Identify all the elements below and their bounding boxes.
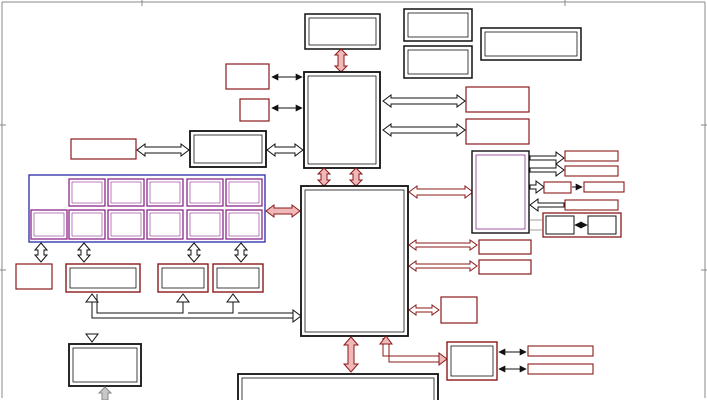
small-red-box-1 <box>225 63 270 90</box>
lower-box-1 <box>65 263 141 293</box>
lower-left-red-box <box>15 263 53 290</box>
hub-box-3 <box>543 181 572 194</box>
top-right-block-2 <box>403 45 473 79</box>
north-right-red-box-1 <box>465 86 530 113</box>
peripheral-hub <box>471 150 530 234</box>
north-right-links <box>382 94 466 137</box>
memory-south-link <box>265 204 301 218</box>
south-right-box-1 <box>478 239 532 255</box>
io-block <box>446 341 498 381</box>
bottom-wide-block <box>237 373 439 400</box>
io-right-box-1 <box>527 345 594 357</box>
hub-right-links <box>529 151 565 212</box>
south-to-io-link <box>379 335 448 366</box>
lower-box-2 <box>157 263 209 293</box>
hub-box-2 <box>564 165 619 177</box>
pink-arrows-north-south <box>316 167 364 187</box>
south-chip <box>300 185 409 337</box>
hub-box-5 <box>564 199 619 211</box>
hub-pair-side-links <box>530 219 542 231</box>
memory-down-links <box>33 242 249 263</box>
south-bottom-pink-arrow <box>342 336 360 373</box>
pink-arrow-top <box>333 48 349 73</box>
south-right-box-3 <box>440 296 478 324</box>
bridge-left-red-box <box>70 138 137 160</box>
south-right-links <box>408 185 478 316</box>
top-right-block-1 <box>403 8 473 42</box>
hub-box-4 <box>583 181 625 193</box>
hub-pair-group <box>542 212 622 238</box>
io-right-box-2 <box>527 363 594 375</box>
top-block <box>304 13 381 50</box>
hub-box-1 <box>564 150 619 162</box>
north-chip <box>303 71 381 169</box>
memory-array <box>28 174 266 243</box>
bottom-left-gray-arrow <box>97 386 113 400</box>
lower-bus <box>85 293 302 343</box>
bridge-links <box>136 143 304 157</box>
north-left-links <box>271 73 303 112</box>
north-right-red-box-2 <box>465 118 530 145</box>
south-right-box-2 <box>478 259 532 275</box>
bridge-block <box>189 130 267 168</box>
top-far-right-block <box>480 27 582 61</box>
bottom-left-block <box>68 343 142 387</box>
small-red-box-2 <box>239 98 270 122</box>
lower-box-3 <box>212 263 264 293</box>
io-right-links <box>498 348 527 373</box>
